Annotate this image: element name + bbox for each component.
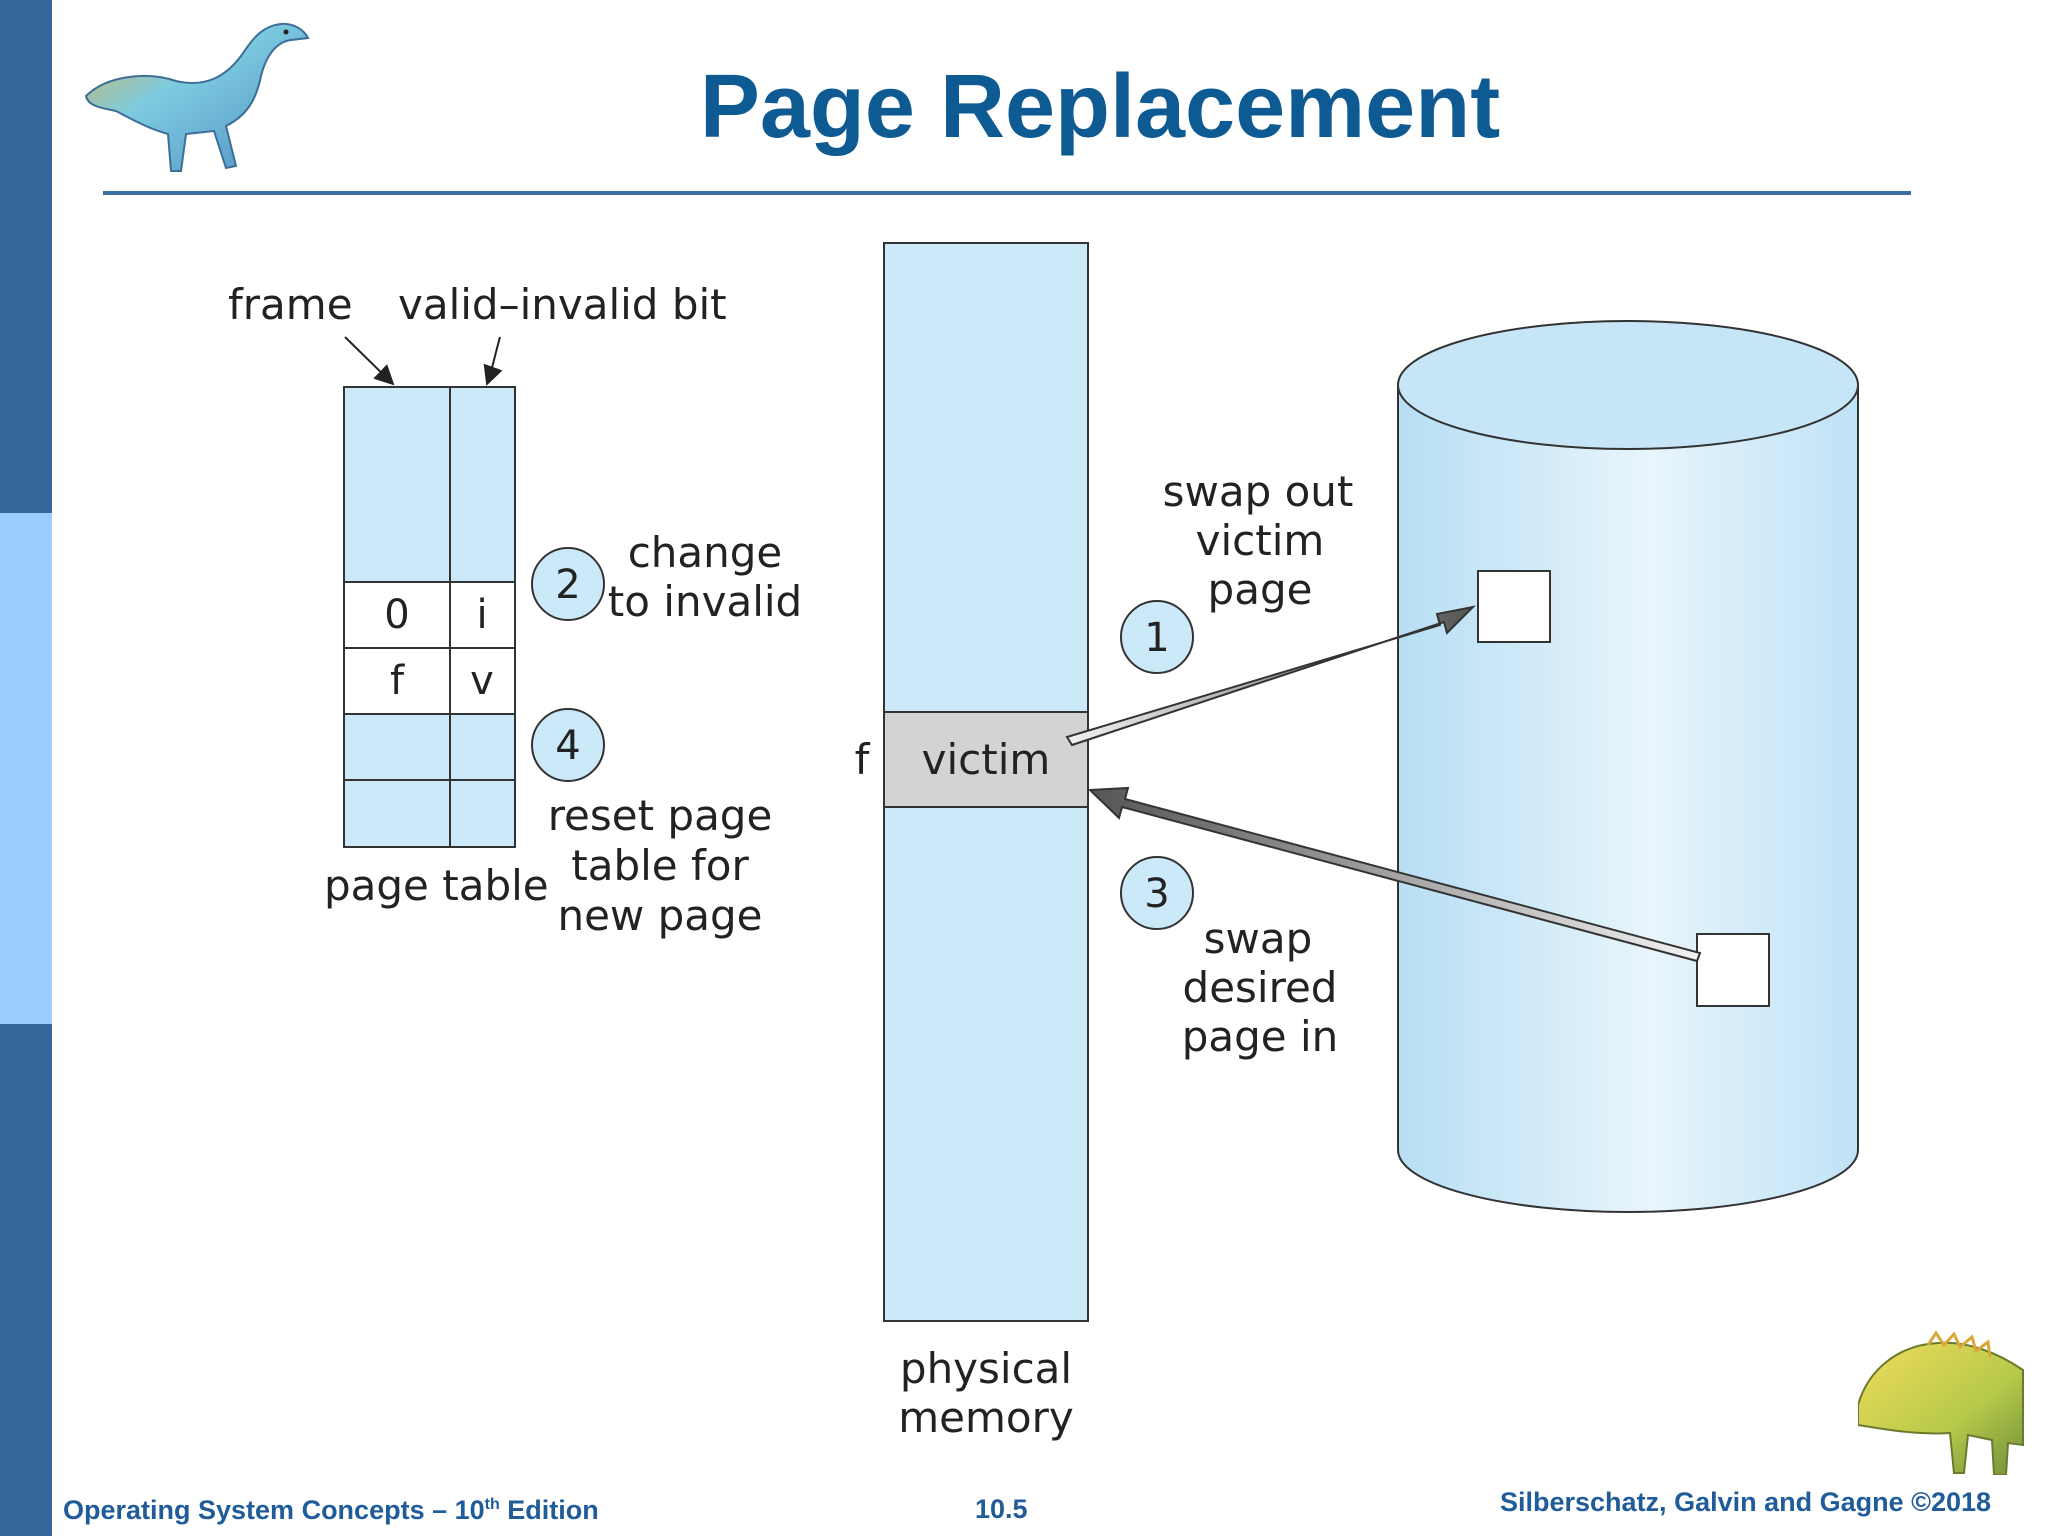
- page-table: 0 i f v frame valid–invalid bit page tab…: [228, 280, 727, 910]
- page-table-bit-v: v: [470, 658, 494, 704]
- physical-memory: victim f physical memory: [855, 242, 1089, 1442]
- page-table-caption: page table: [324, 861, 549, 910]
- step-1: 1 swap out victim page: [1120, 467, 1354, 674]
- step-3-text-line3: page in: [1182, 1012, 1339, 1061]
- title-divider: [103, 191, 1911, 195]
- swap-in-arrow: [1087, 786, 1702, 963]
- page-table-row-invalid: [343, 581, 516, 649]
- footer-copyright: Silberschatz, Galvin and Gagne ©2018: [1500, 1487, 1992, 1517]
- disk-page-out-slot: [1477, 570, 1551, 643]
- step-1-text-line3: page: [1208, 565, 1313, 614]
- step-4-text-line2: table for: [571, 841, 749, 890]
- page-table-frame-0: 0: [384, 592, 409, 638]
- step-2-number: 2: [555, 562, 580, 608]
- step-2-text-line2: to invalid: [608, 577, 802, 626]
- frame-pointer-arrow: [344, 336, 395, 386]
- step-3-number: 3: [1144, 871, 1169, 917]
- page-table-bit-i: i: [476, 592, 487, 638]
- sidebar-band-middle: [0, 513, 52, 1024]
- valid-bit-pointer-arrow: [483, 336, 503, 386]
- step-2: 2 change to invalid: [531, 528, 802, 626]
- step-4-text-line3: new page: [557, 891, 762, 940]
- page-table-frame-f: f: [390, 658, 405, 704]
- step-4: 4 reset page table for new page: [531, 708, 773, 940]
- sidebar-band-top: [0, 0, 52, 513]
- step-2-text-line1: change: [628, 528, 783, 577]
- step-1-number: 1: [1144, 615, 1169, 661]
- valid-invalid-bit-label: valid–invalid bit: [398, 280, 727, 329]
- victim-label: victim: [922, 735, 1051, 784]
- footer-course-title: Operating System Concepts – 10th Edition: [63, 1495, 599, 1525]
- dinosaur-corner-icon: [1858, 1330, 2024, 1475]
- step-1-marker: [1120, 600, 1194, 674]
- physical-memory-caption-line2: memory: [898, 1393, 1074, 1442]
- step-1-text-line1: swap out: [1163, 467, 1354, 516]
- sidebar-band-bottom: [0, 1024, 52, 1536]
- victim-frame: [883, 711, 1089, 808]
- step-3-marker: [1120, 856, 1194, 930]
- step-3: 3 swap desired page in: [1120, 856, 1339, 1061]
- disk-cylinder: [1397, 320, 1859, 1213]
- dinosaur-logo-icon: [84, 22, 310, 172]
- page-table-row-valid: [343, 647, 516, 715]
- slide-title: Page Replacement: [699, 57, 1501, 157]
- physical-memory-caption-line1: physical: [900, 1344, 1072, 1393]
- step-3-text-line2: desired: [1183, 963, 1338, 1012]
- step-2-marker: [531, 547, 605, 621]
- step-4-number: 4: [555, 723, 580, 769]
- step-1-text-line2: victim: [1196, 516, 1325, 565]
- step-4-text-line1: reset page: [548, 791, 773, 840]
- swap-out-arrow: [1065, 605, 1477, 747]
- step-4-marker: [531, 708, 605, 782]
- footer-slide-number: 10.5: [975, 1494, 1028, 1524]
- step-3-text-line1: swap: [1204, 914, 1313, 963]
- frame-label: frame: [228, 280, 353, 329]
- frame-f-marker: f: [855, 735, 871, 784]
- disk-page-in-slot: [1696, 933, 1770, 1007]
